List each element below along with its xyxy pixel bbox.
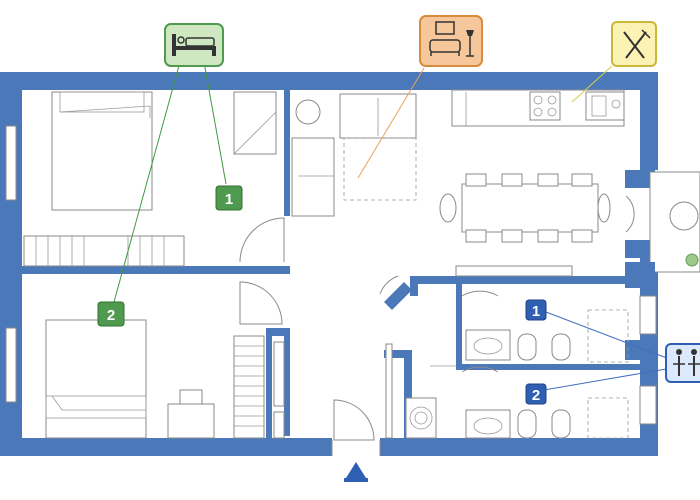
bedroom-2 [45, 281, 285, 439]
fork-knife-icon [611, 21, 657, 67]
bathroom-1-badge: 1 [525, 299, 547, 321]
bedroom-2-badge-label: 2 [107, 307, 115, 324]
bed-icon [164, 23, 224, 67]
bedroom-1-badge: 1 [215, 185, 243, 211]
bathroom-1-badge-label: 1 [532, 303, 540, 320]
bathroom-2 [461, 366, 629, 439]
bedroom-2-badge: 2 [97, 301, 125, 327]
windows-left [5, 125, 17, 403]
windows-right [625, 262, 657, 425]
bathroom-1 [430, 290, 629, 367]
living-room [291, 89, 625, 277]
sofa-lamp-icon [419, 15, 483, 67]
people-restroom-icon [665, 343, 700, 383]
bedroom-1-badge-label: 1 [225, 191, 233, 208]
balcony [625, 170, 700, 273]
bathroom-2-badge-label: 2 [532, 387, 540, 404]
bathroom-2-badge: 2 [525, 383, 547, 405]
bedroom-1 [23, 91, 285, 267]
leader-lines [113, 61, 673, 391]
entrance-triangle-icon [346, 462, 366, 478]
entrance-hall [331, 275, 437, 482]
